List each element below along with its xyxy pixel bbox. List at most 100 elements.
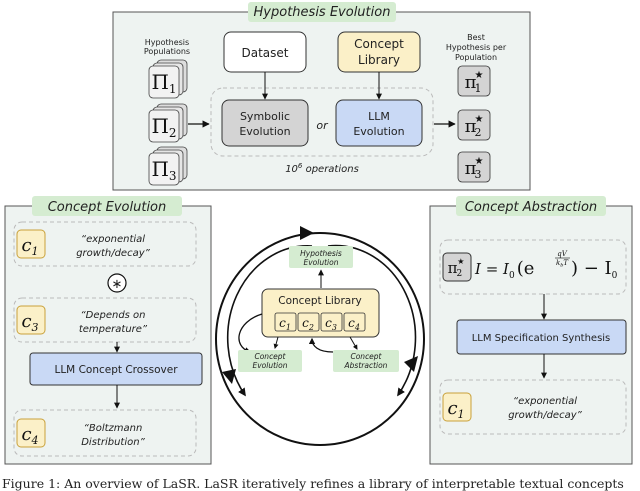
concept-c3-text-line2: temperature” bbox=[79, 324, 148, 335]
ring-arrowhead-left bbox=[222, 369, 236, 384]
svg-text:Π2: Π2 bbox=[151, 114, 176, 140]
best-hypothesis-3: π3★ bbox=[457, 151, 491, 183]
crossover-symbol-icon bbox=[107, 273, 127, 293]
abstracted-concept-container bbox=[439, 379, 627, 435]
concept-evolution-title-tab bbox=[32, 196, 182, 216]
concept-abstraction-to-library-arrow bbox=[308, 337, 334, 353]
concept-c3-container bbox=[13, 297, 197, 343]
concept-evolution-panel: Concept Evolution c1 “exponential growth… bbox=[4, 196, 212, 465]
concept-c4-text-line1: “Boltzmann bbox=[84, 423, 143, 434]
concept-evolution-title: Concept Evolution bbox=[48, 200, 167, 215]
hypothesis-evolution-panel: Hypothesis Evolution Hypothesis Populati… bbox=[112, 2, 531, 191]
abstracted-concept-text-line2: growth/decay” bbox=[508, 410, 582, 421]
or-label: or bbox=[316, 119, 329, 132]
center-concept-library-label: Concept Library bbox=[278, 295, 361, 307]
concept-library-label-line1: Concept bbox=[354, 37, 404, 51]
dataset-label: Dataset bbox=[242, 46, 289, 60]
svg-text:c1: c1 bbox=[21, 235, 38, 258]
figure-caption: Figure 1: An overview of LaSR. LaSR iter… bbox=[2, 476, 624, 491]
svg-text:π1★: π1★ bbox=[465, 70, 484, 95]
svg-text:π3★: π3★ bbox=[465, 156, 484, 181]
operations-label: 106 operations bbox=[285, 162, 359, 175]
symbolic-evolution-label-line1: Symbolic bbox=[240, 110, 290, 123]
svg-text:∗: ∗ bbox=[112, 277, 123, 292]
center-concept-evolution-line2: Evolution bbox=[253, 361, 288, 370]
center-concept-abstraction-line2: Abstraction bbox=[344, 361, 388, 370]
svg-text:Π1: Π1 bbox=[151, 70, 176, 96]
concept-chip-c1: c1 bbox=[274, 312, 297, 332]
ring-arrowhead-right bbox=[404, 356, 418, 372]
concept-abstraction-panel: Concept Abstraction π2★ I = I0(e qV kbT … bbox=[429, 196, 633, 465]
svg-text:π2★: π2★ bbox=[448, 257, 465, 279]
concept-chip-c4: c4 bbox=[343, 312, 366, 332]
concept-c1-text-line2: growth/decay” bbox=[76, 248, 150, 259]
populations-label-line2: Populations bbox=[144, 47, 190, 56]
best-label-line1: Best bbox=[467, 33, 485, 42]
llm-evolution-label-line2: Evolution bbox=[353, 125, 404, 138]
svg-text:π2★: π2★ bbox=[465, 114, 484, 139]
best-label-line3: Population bbox=[455, 53, 497, 62]
equation-exponent-denominator: kbT bbox=[556, 259, 569, 269]
svg-text:c4: c4 bbox=[21, 424, 38, 447]
concept-chip-c3: c3 bbox=[320, 312, 343, 332]
ring-arrowhead-top bbox=[300, 226, 314, 240]
concept-c1-text-line1: “exponential bbox=[81, 234, 145, 245]
inner-cycle-arc-left bbox=[226, 245, 313, 397]
best-hypothesis-1: π1★ bbox=[457, 65, 491, 97]
concept-c3-badge bbox=[16, 305, 46, 335]
evolution-operators-container bbox=[210, 87, 434, 157]
outer-cycle-ring bbox=[215, 232, 425, 446]
concept-chip-c2: c2 bbox=[297, 312, 320, 332]
best-label-line2: Hypothesis per bbox=[446, 43, 507, 52]
population-stack-3: Π3 bbox=[148, 146, 188, 186]
concept-abstraction-title-tab bbox=[456, 196, 606, 216]
best-hypothesis-2: π2★ bbox=[457, 109, 491, 141]
populations-label-line1: Hypothesis bbox=[145, 38, 189, 47]
svg-text:c3: c3 bbox=[325, 316, 337, 332]
pi2-star-badge bbox=[442, 252, 472, 282]
concept-abstraction-title: Concept Abstraction bbox=[465, 200, 597, 215]
concept-c1-container bbox=[13, 221, 197, 267]
center-hypothesis-evolution-tag bbox=[289, 246, 353, 268]
center-concept-abstraction-line1: Concept bbox=[350, 352, 382, 361]
concept-c4-text-line2: Distribution” bbox=[81, 437, 145, 448]
svg-text:c1: c1 bbox=[447, 398, 464, 421]
concept-c4-badge bbox=[16, 418, 46, 448]
library-to-concept-abstraction-arrow bbox=[349, 336, 358, 350]
symbolic-evolution-label-line2: Evolution bbox=[239, 125, 290, 138]
equation-container bbox=[439, 239, 627, 295]
llm-specification-synthesis-box bbox=[456, 319, 627, 355]
symbolic-evolution-box bbox=[221, 99, 309, 147]
concept-c3-text-line1: “Depends on bbox=[80, 310, 145, 321]
svg-text:c3: c3 bbox=[21, 311, 38, 334]
center-concept-evolution-line1: Concept bbox=[254, 352, 286, 361]
svg-text:c2: c2 bbox=[302, 316, 314, 332]
concept-c1-badge bbox=[16, 229, 46, 259]
center-hypothesis-evolution-line1: Hypothesis bbox=[300, 249, 342, 258]
concept-c4-container bbox=[13, 409, 197, 457]
library-to-concept-evolution-arrow bbox=[273, 336, 279, 349]
abstracted-concept-text-line1: “exponential bbox=[513, 396, 577, 407]
population-stack-1: Π1 bbox=[148, 59, 188, 99]
center-concept-abstraction-tag bbox=[333, 350, 399, 372]
hypothesis-evolution-title-tab bbox=[248, 2, 396, 22]
svg-text:c4: c4 bbox=[348, 316, 360, 332]
concept-library-label-line2: Library bbox=[358, 53, 400, 67]
llm-specification-synthesis-label: LLM Specification Synthesis bbox=[472, 333, 611, 344]
center-hypothesis-evolution-line2: Evolution bbox=[304, 258, 339, 267]
equation-exponent-numerator: qV bbox=[557, 250, 567, 258]
llm-evolution-label-line1: LLM bbox=[368, 110, 390, 123]
llm-concept-crossover-label: LLM Concept Crossover bbox=[54, 364, 178, 376]
llm-evolution-box bbox=[335, 99, 423, 147]
llm-concept-crossover-box bbox=[29, 352, 203, 386]
concept-evolution-loop-arrow bbox=[238, 313, 263, 354]
population-stack-2: Π2 bbox=[148, 103, 188, 143]
svg-text:Π3: Π3 bbox=[151, 157, 176, 183]
hypothesis-evolution-title: Hypothesis Evolution bbox=[254, 5, 391, 20]
center-cycle: Hypothesis Evolution Concept Library c1 … bbox=[215, 226, 425, 446]
abstracted-concept-c1-badge bbox=[442, 392, 472, 422]
shockley-equation: I = I0(e bbox=[474, 258, 534, 281]
svg-text:c1: c1 bbox=[279, 316, 291, 332]
center-concept-evolution-tag bbox=[238, 350, 302, 372]
